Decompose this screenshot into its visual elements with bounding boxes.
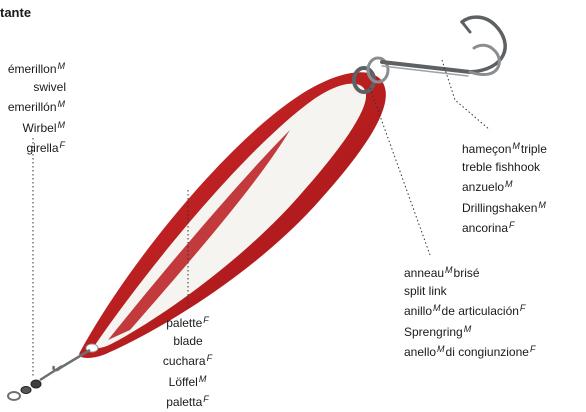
label-blade: paletteF blade cucharaF LöffelM palettaF <box>138 312 238 412</box>
label-swivel: émerillonM swivel emerillónM WirbelM gir… <box>8 58 66 158</box>
swivel-assembly <box>8 350 90 400</box>
label-split-link: anneauMbrisé split link anilloMde articu… <box>404 262 536 362</box>
label-treble-hook: hameçonMtriple treble fishhook anzueloM … <box>462 138 547 238</box>
treble-hook <box>382 17 505 76</box>
